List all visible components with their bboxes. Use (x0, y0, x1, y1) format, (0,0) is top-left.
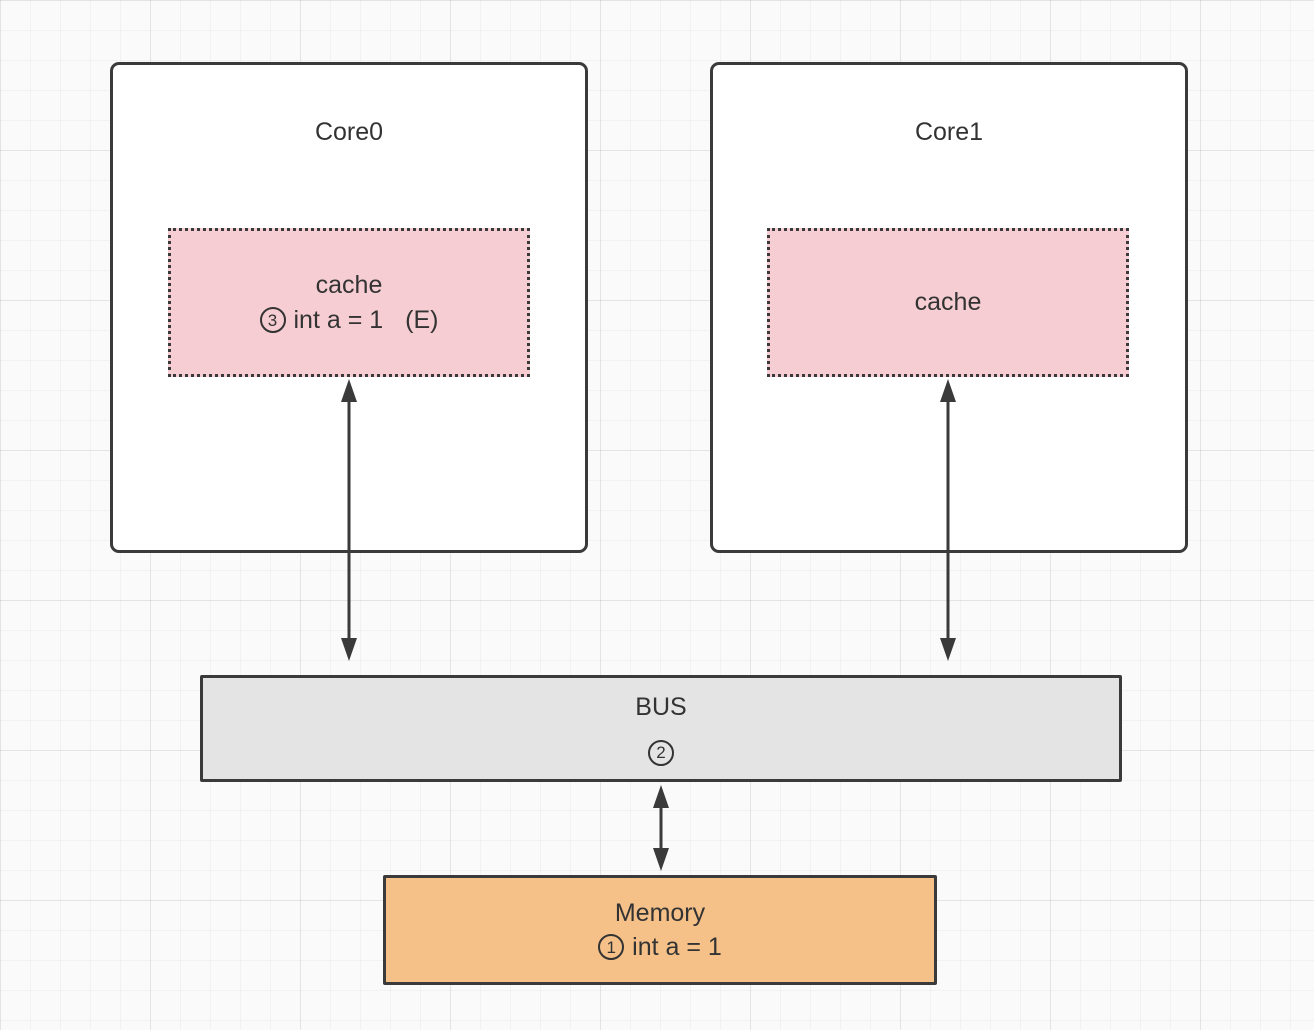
step-1-badge: 1 (598, 934, 625, 960)
core0-cache-box: cache 3 int a = 1 (E) (168, 228, 530, 377)
bus-memory-arrow (653, 785, 669, 871)
core0-cache-value-line: 3 int a = 1 (E) (259, 303, 439, 338)
memory-label: Memory (614, 899, 706, 927)
core1-cache-bus-arrow (940, 379, 956, 661)
core0-title: Core0 (314, 118, 384, 146)
core0-cache-state: (E) (405, 305, 439, 334)
core0-cache-label: cache (315, 270, 383, 299)
core1-cache-label: cache (914, 288, 982, 316)
step-2-badge: 2 (648, 739, 674, 766)
memory-value-line: 1 int a = 1 (598, 930, 722, 964)
memory-box: Memory 1 int a = 1 (383, 875, 937, 985)
bus-step-line: 2 (648, 729, 674, 766)
step-3-badge: 3 (259, 307, 286, 333)
core1-cache-box: cache (767, 228, 1129, 377)
memory-value: int a = 1 (632, 933, 722, 961)
core0-cache-bus-arrow (341, 379, 357, 661)
bus-box: BUS 2 (200, 675, 1122, 782)
core0-cache-value: int a = 1 (293, 305, 384, 334)
bus-label: BUS (635, 693, 687, 722)
core1-title: Core1 (914, 118, 984, 146)
